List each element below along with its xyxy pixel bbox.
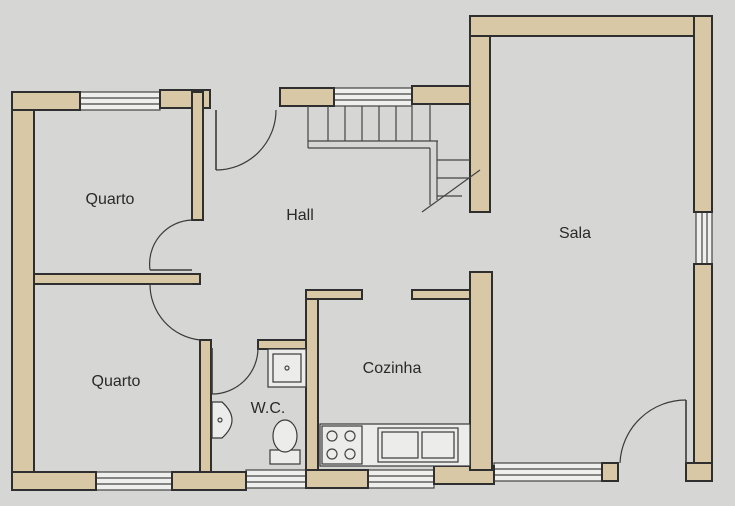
staircase <box>307 104 481 213</box>
wall-sala-right-upper <box>693 15 713 213</box>
wall-bottom-mid <box>171 471 247 491</box>
door-quarto-top-swing <box>148 219 193 271</box>
door-quarto-bottom-swing <box>149 283 201 341</box>
stove <box>321 425 363 465</box>
room-label-wc: W.C. <box>251 400 286 417</box>
wall-wc-cozinha <box>305 289 319 471</box>
toilet-bowl <box>272 419 298 453</box>
wall-cozinha-top-right <box>411 289 479 300</box>
room-label-quarto-top: Quarto <box>86 191 135 208</box>
wc-fixtures <box>211 348 307 465</box>
wall-cozinha-sala <box>469 271 493 471</box>
room-label-sala: Sala <box>559 225 591 242</box>
wall-sala-right-lower <box>693 263 713 482</box>
wall-quarto-hall-upper <box>191 91 204 221</box>
walls <box>11 15 713 491</box>
window-cozinha <box>367 469 435 489</box>
wall-sala-door-post <box>601 462 619 482</box>
window-quarto-top <box>79 91 161 111</box>
wall-quarto-divider <box>33 273 201 285</box>
wall-sala-top <box>469 15 713 37</box>
wall-top-stair-pier <box>279 87 335 107</box>
window-sala-right <box>695 211 713 265</box>
window-sala-bottom <box>493 462 603 482</box>
wall-bottom-left <box>11 471 97 491</box>
room-label-cozinha: Cozinha <box>363 360 422 377</box>
window-stairs <box>333 87 413 107</box>
wall-left <box>11 91 35 491</box>
window-quarto-bottom <box>95 471 173 491</box>
wall-cozinha-top-left <box>305 289 363 300</box>
wall-sala-bottom-right <box>685 462 713 482</box>
wall-sala-left-upper <box>469 15 491 213</box>
wall-top-left <box>11 91 81 111</box>
wall-bottom-pier-1 <box>305 469 369 489</box>
room-label-hall: Hall <box>286 207 314 224</box>
wall-quarto-hall-lower <box>199 339 212 473</box>
window-wc <box>245 469 307 489</box>
doors <box>148 109 687 464</box>
room-label-quarto-bottom: Quarto <box>92 373 141 390</box>
kitchen-fixtures <box>319 423 471 467</box>
